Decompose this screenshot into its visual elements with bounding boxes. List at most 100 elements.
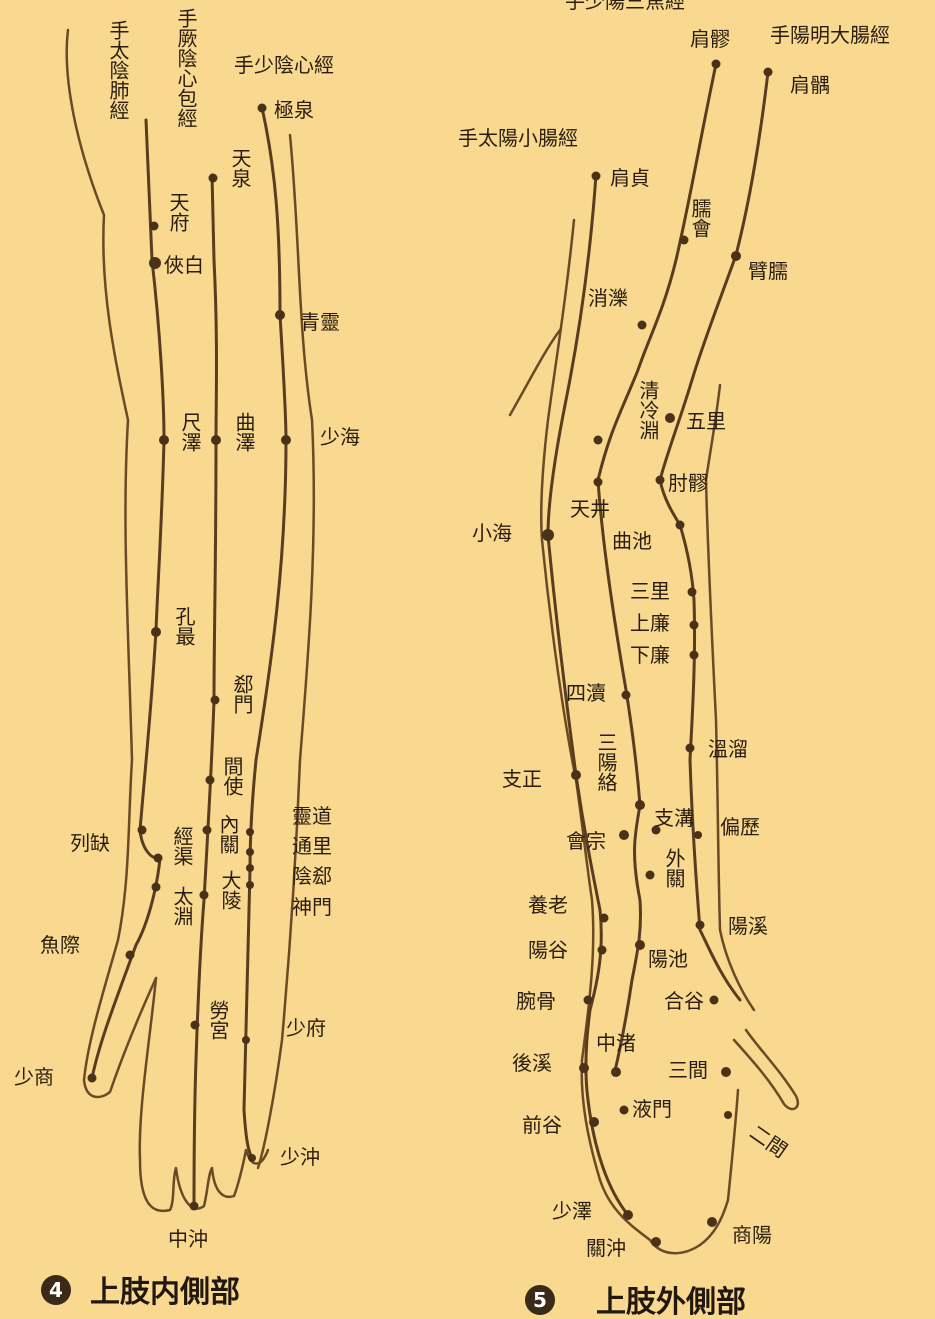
label-houxi: 後溪 — [512, 1051, 552, 1075]
label-quchi: 曲池 — [612, 529, 652, 553]
label-small-intestine-meridian: 手太陽小腸經 — [458, 126, 578, 150]
label-binao: 臂臑 — [748, 259, 788, 283]
point-shaochong — [248, 1154, 256, 1162]
label-xiaohai: 小海 — [472, 521, 512, 545]
label-wuli: 五里 — [686, 409, 726, 433]
label-large-intestine-meridian: 手陽明大腸經 — [770, 23, 890, 47]
label-pianli: 偏歷 — [720, 815, 760, 839]
label-wenliu: 溫溜 — [708, 737, 748, 761]
caption-outer-title: 上肢外側部 — [596, 1285, 746, 1319]
point-jianzhen — [592, 172, 601, 181]
point-yuji — [126, 951, 135, 960]
label-tianjing: 天井 — [570, 497, 610, 521]
point-wuli — [665, 413, 675, 423]
point-tianjing — [594, 478, 603, 487]
label-kongzui: 孔最 — [172, 606, 196, 646]
label-tianfu: 天府 — [166, 192, 190, 232]
point-guanchong — [651, 1237, 661, 1247]
label-jiquan: 極泉 — [274, 98, 314, 122]
point-shaoze — [623, 1210, 633, 1220]
point-zhongchong — [190, 1202, 199, 1211]
caption-outer-number: 5 — [533, 1288, 547, 1312]
point-binao — [731, 251, 741, 261]
point-shanglian — [690, 621, 699, 630]
point-qiangu — [589, 1117, 599, 1127]
point-sanli — [688, 588, 697, 597]
label-pericardium-meridian: 手厥陰心包經 — [174, 8, 198, 128]
label-xialian: 下廉 — [630, 643, 670, 667]
label-shaofu: 少府 — [286, 1016, 326, 1040]
label-wangu: 腕骨 — [516, 989, 556, 1013]
label-yuji: 魚際 — [40, 933, 80, 957]
label-jianzhen: 肩貞 — [610, 166, 650, 190]
label-erjian: 二間 — [745, 1120, 792, 1163]
label-ximen: 郄門 — [230, 674, 254, 714]
label-yemen: 液門 — [632, 1097, 672, 1121]
point-zhouliao — [656, 476, 665, 485]
point-sanjian — [721, 1067, 731, 1077]
point-shaofu — [242, 1036, 250, 1044]
point-zhizheng — [571, 770, 581, 780]
label-yanggu: 陽谷 — [528, 938, 568, 962]
label-shanglian: 上廉 — [630, 611, 670, 635]
label-qingling: 青靈 — [300, 310, 340, 334]
point-lingdao — [246, 828, 254, 836]
label-quze: 曲澤 — [232, 412, 256, 452]
point-kongzui — [151, 627, 161, 637]
label-taiyuan: 太淵 — [170, 886, 194, 926]
point-wangu — [584, 996, 593, 1005]
point-shangyang — [707, 1217, 717, 1227]
label-shaoshang: 少商 — [14, 1065, 54, 1089]
label-jianliao: 肩髎 — [690, 27, 730, 51]
label-sanjian: 三間 — [668, 1058, 708, 1082]
point-neiguan — [203, 826, 212, 835]
caption-inner-title: 上肢内側部 — [90, 1275, 240, 1310]
inner-arm-outline-left — [67, 30, 156, 1097]
label-hegu: 合谷 — [664, 989, 704, 1013]
point-taiyuan — [152, 883, 161, 892]
point-jianshi — [206, 776, 215, 785]
point-lieque — [138, 826, 147, 835]
point-jianyu — [764, 68, 773, 77]
label-jingqu: 經渠 — [170, 826, 194, 866]
point-xiaoluo — [638, 321, 647, 330]
label-yangchi: 陽池 — [648, 947, 688, 971]
label-shaoze: 少澤 — [552, 1199, 592, 1223]
inner-arm-outline-right — [258, 135, 314, 1168]
point-sidu — [622, 691, 631, 700]
point-hegu — [710, 996, 719, 1005]
caption-inner: 4 上肢内側部 — [41, 1275, 240, 1310]
point-yangxi — [696, 921, 705, 930]
point-xiaohai — [542, 529, 554, 541]
label-xiabai: 俠白 — [164, 253, 204, 277]
point-xiabai — [149, 257, 161, 269]
label-guanchong: 關沖 — [586, 1236, 626, 1260]
label-yangxi: 陽溪 — [728, 914, 768, 938]
label-laogong: 勞宮 — [206, 1000, 230, 1040]
point-tianfu — [150, 222, 159, 231]
point-yangchi — [635, 940, 645, 950]
label-tianquan: 天泉 — [228, 148, 252, 188]
label-shaohai: 少海 — [320, 425, 360, 449]
point-xialian — [690, 651, 699, 660]
inner-hand-outline — [140, 978, 268, 1211]
label-zhigou: 支溝 — [654, 806, 694, 830]
label-tongli: 通里 — [292, 834, 332, 858]
label-qinglengyuan: 清冷淵 — [636, 380, 660, 440]
inner-arm-figure: 手太陰肺經 手厥陰心包經 手少陰心經 極泉 天泉 天府 俠白 青靈 尺澤 曲澤 … — [14, 8, 360, 1251]
outer-thumb-outline — [734, 1030, 798, 1109]
point-jingqu — [154, 854, 163, 863]
label-jianyu: 肩髃 — [790, 73, 830, 97]
point-laogong — [191, 1021, 200, 1030]
label-shangyang: 商陽 — [732, 1223, 772, 1247]
point-houxi — [579, 1063, 589, 1073]
outer-arm-outline-elbow — [510, 330, 560, 415]
label-qiangu: 前谷 — [522, 1113, 562, 1137]
point-waiguan — [646, 871, 655, 880]
point-erjian — [724, 1111, 732, 1119]
label-naohui: 臑會 — [688, 198, 712, 238]
point-tongli — [246, 848, 254, 856]
point-shenmen — [246, 881, 254, 889]
